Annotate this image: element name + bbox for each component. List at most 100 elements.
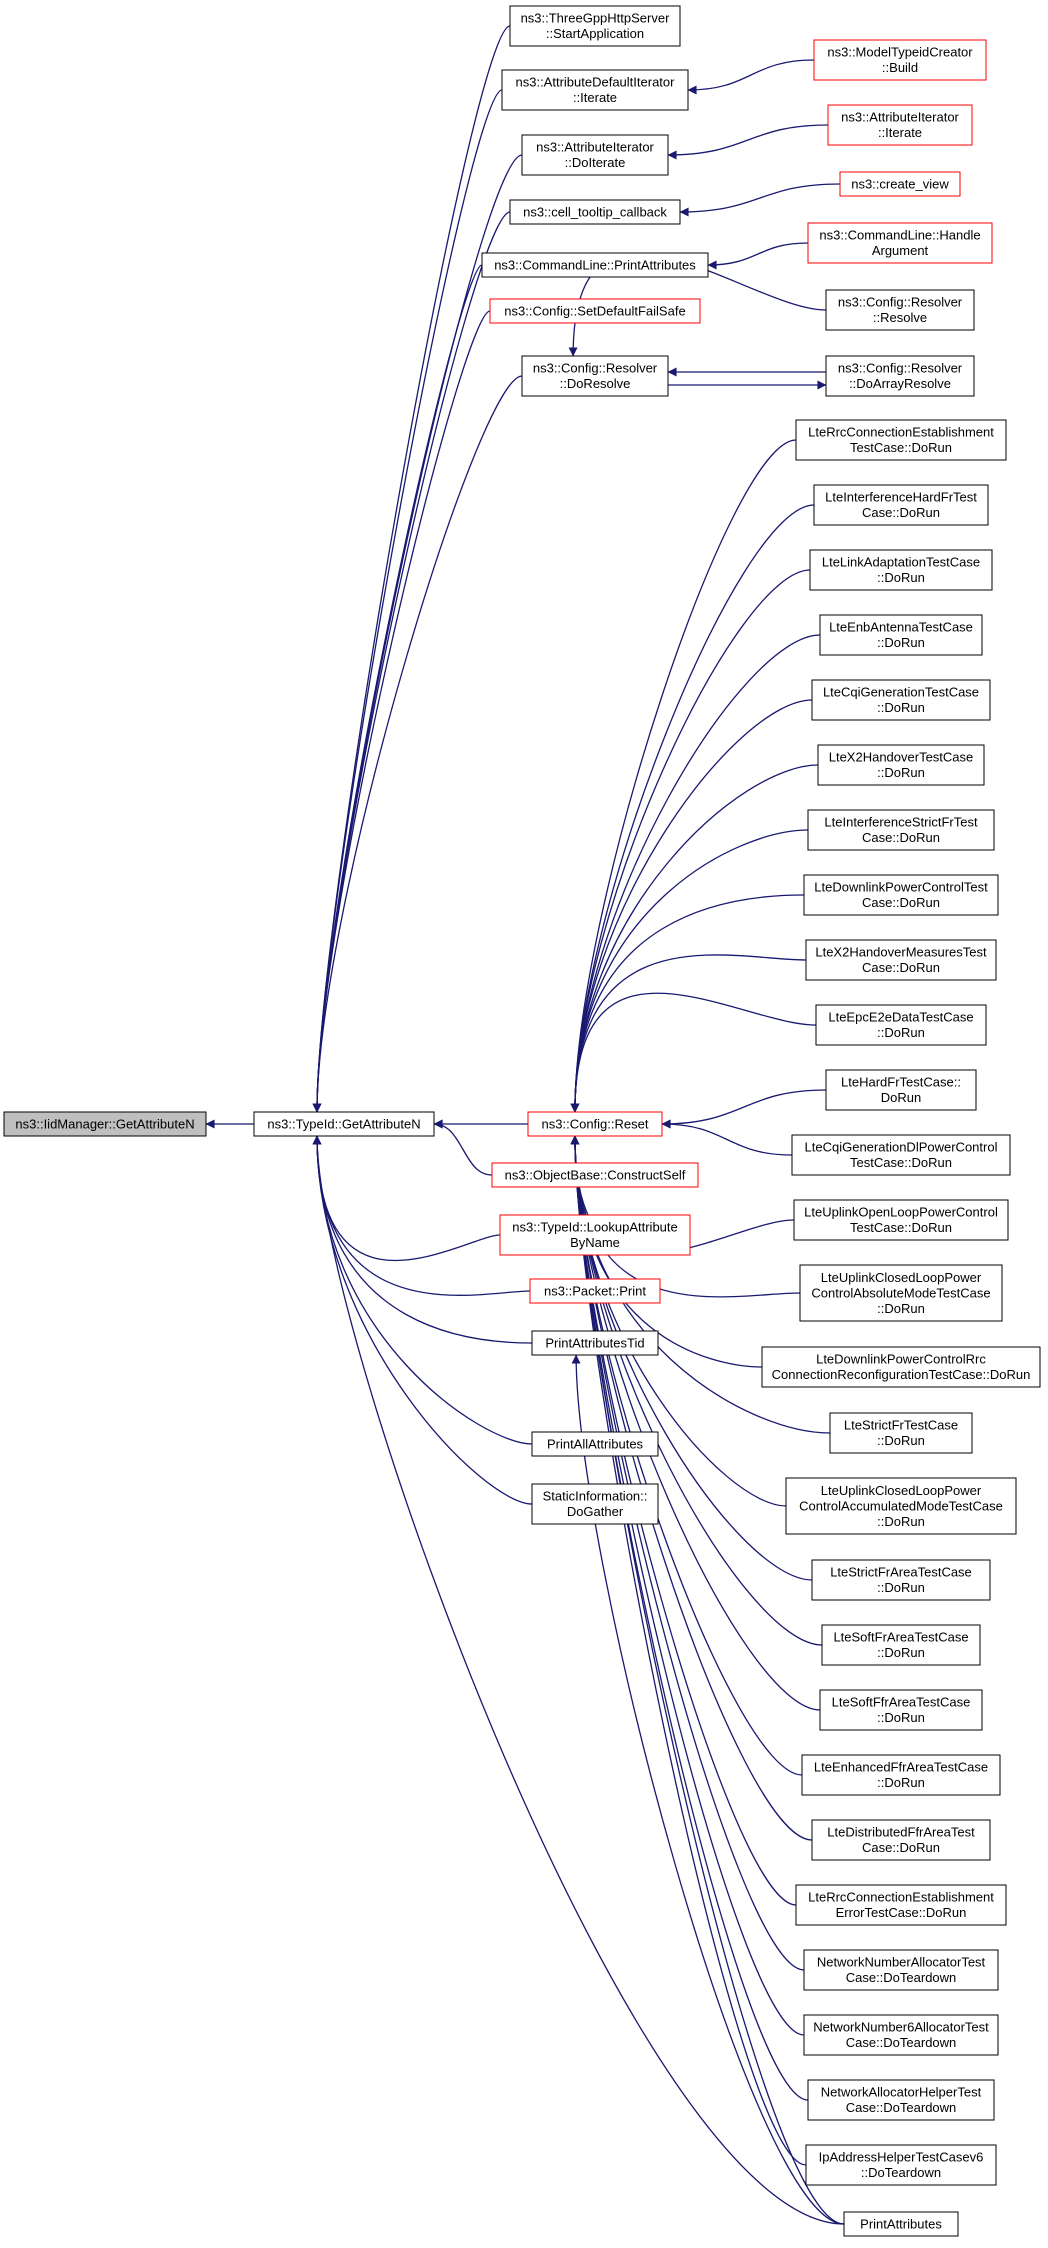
node-label-line: TestCase::DoRun	[850, 1155, 952, 1170]
node-label-line: ns3::ThreeGppHttpServer	[521, 11, 671, 26]
node-box	[803, 2014, 999, 2056]
node-box	[805, 2144, 997, 2186]
node-ltecqigenerationdlpowercontroltestcase-dorun[interactable]: LteCqiGenerationDlPowerControlTestCase::…	[791, 1134, 1011, 1176]
node-ns3-cell-tooltip-callback[interactable]: ns3::cell_tooltip_callback	[509, 199, 681, 225]
node-ns3-attributeiterator-iterate[interactable]: ns3::AttributeIterator::Iterate	[827, 104, 973, 146]
node-ns3-objectbase-constructself[interactable]: ns3::ObjectBase::ConstructSelf	[491, 1162, 699, 1188]
node-label-line: Case::DoTeardown	[846, 2100, 957, 2115]
node-ltedownlinkpowercontrolrrcconnectionreconfigurationtestcase-dorun[interactable]: LteDownlinkPowerControlRrcConnectionReco…	[761, 1346, 1041, 1388]
node-label-line: ns3::TypeId::LookupAttribute	[512, 1220, 678, 1235]
node-label-line: StaticInformation::	[543, 1489, 648, 1504]
node-label-line: Case::DoTeardown	[846, 1970, 957, 1985]
edge-tlab-to-tid	[312, 1135, 501, 1262]
edge-r12-to-reset	[661, 1119, 793, 1156]
node-label-line: Case::DoRun	[862, 960, 940, 975]
node-ns3-config-reset[interactable]: ns3::Config::Reset	[527, 1111, 663, 1137]
edge-r3-to-reset	[570, 569, 811, 1113]
node-ipaddresshelpertestcasev6-doteardown[interactable]: IpAddressHelperTestCasev6::DoTeardown	[805, 2144, 997, 2186]
node-staticinformation-dogather[interactable]: StaticInformation::DoGather	[531, 1483, 659, 1525]
node-box	[807, 809, 995, 851]
node-ns3-create-view[interactable]: ns3::create_view	[839, 171, 961, 197]
node-ns3-attributeiterator-doiterate[interactable]: ns3::AttributeIterator::DoIterate	[521, 134, 669, 176]
node-label-line: ns3::CommandLine::Handle	[819, 228, 980, 243]
node-lterrcconnectionestablishmenttestcase-dorun[interactable]: LteRrcConnectionEstablishmentTestCase::D…	[795, 419, 1007, 461]
edge-clpa-to-tid	[312, 264, 483, 1113]
node-ns3-threegpphttpserver-startapplication[interactable]: ns3::ThreeGppHttpServer::StartApplicatio…	[509, 5, 681, 47]
node-ltesoftfrareatestcase-dorun[interactable]: LteSoftFrAreaTestCase::DoRun	[821, 1624, 981, 1666]
node-box	[811, 1559, 991, 1601]
node-ns3-packet-print[interactable]: ns3::Packet::Print	[529, 1278, 661, 1304]
node-ns3-config-resolver-doresolve[interactable]: ns3::Config::Resolver::DoResolve	[521, 355, 669, 397]
node-ltestrictfrtestcase-dorun[interactable]: LteStrictFrTestCase::DoRun	[829, 1412, 973, 1454]
node-box	[531, 1483, 659, 1525]
node-label-line: NetworkAllocatorHelperTest	[821, 2085, 982, 2100]
node-label-line: ::DoArrayResolve	[849, 376, 951, 391]
node-lterrcconnectionestablishmenterrortestcase-dorun[interactable]: LteRrcConnectionEstablishmentErrorTestCa…	[795, 1884, 1007, 1926]
node-lteenhancedffrareatestcase-dorun[interactable]: LteEnhancedFfrAreaTestCase::DoRun	[801, 1754, 1001, 1796]
node-box	[785, 1477, 1017, 1535]
node-box	[821, 1624, 981, 1666]
node-lteuplinkopenlooppowercontroltestcase-dorun[interactable]: LteUplinkOpenLoopPowerControlTestCase::D…	[793, 1199, 1009, 1241]
edge-r11-to-reset	[661, 1089, 827, 1129]
node-ns3-config-setdefaultfailsafe[interactable]: ns3::Config::SetDefaultFailSafe	[489, 298, 701, 324]
node-box	[799, 1264, 1003, 1322]
node-ns3-config-resolver-doarrayresolve[interactable]: ns3::Config::Resolver::DoArrayResolve	[825, 355, 975, 397]
node-printattributestid[interactable]: PrintAttributesTid	[531, 1330, 659, 1356]
edge-r19-to-reset	[570, 1135, 823, 1646]
node-ns3-modeltypeidcreator-build[interactable]: ns3::ModelTypeidCreator::Build	[813, 39, 987, 81]
node-label-line: LteUplinkClosedLoopPower	[821, 1483, 982, 1498]
node-networkallocatorhelpertestcase-doteardown[interactable]: NetworkAllocatorHelperTestCase::DoTeardo…	[807, 2079, 995, 2121]
node-label-line: DoGather	[567, 1504, 624, 1519]
edge-adi-to-tid	[312, 89, 503, 1113]
node-ns3-commandline-printattributes[interactable]: ns3::CommandLine::PrintAttributes	[481, 252, 709, 278]
node-box	[795, 419, 1007, 461]
node-ltehardfrtestcase-dorun[interactable]: LteHardFrTestCase::DoRun	[825, 1069, 977, 1111]
edge-pkt-to-tid	[312, 1135, 531, 1296]
node-printattributes[interactable]: PrintAttributes	[843, 2211, 959, 2237]
node-label-line: LteDownlinkPowerControlRrc	[816, 1352, 986, 1367]
node-ns3-iidmanager-getattributen[interactable]: ns3::IidManager::GetAttributeN	[3, 1111, 207, 1137]
node-label-line: LteCqiGenerationTestCase	[823, 685, 979, 700]
node-ltecqigenerationtestcase-dorun[interactable]: LteCqiGenerationTestCase::DoRun	[811, 679, 991, 721]
node-lteuplinkclosedlooppowercontrolaccumulatedmodetestcase-dorun[interactable]: LteUplinkClosedLoopPowerControlAccumulat…	[785, 1477, 1017, 1535]
node-ltestrictfrareatestcase-dorun[interactable]: LteStrictFrAreaTestCase::DoRun	[811, 1559, 991, 1601]
node-label-line: LteHardFrTestCase::	[841, 1075, 961, 1090]
node-label-line: NetworkNumberAllocatorTest	[817, 1955, 986, 1970]
node-lteenbantennatestcase-dorun[interactable]: LteEnbAntennaTestCase::DoRun	[819, 614, 983, 656]
node-ltelinkadaptationtestcase-dorun[interactable]: LteLinkAdaptationTestCase::DoRun	[809, 549, 993, 591]
node-printallattributes[interactable]: PrintAllAttributes	[531, 1431, 659, 1457]
node-label-line: ::DoTeardown	[861, 2165, 941, 2180]
node-label-line: ns3::Config::Resolver	[838, 361, 963, 376]
node-box	[807, 222, 993, 264]
node-label-line: ns3::ObjectBase::ConstructSelf	[505, 1167, 686, 1182]
node-networknumberallocatortestcase-doteardown[interactable]: NetworkNumberAllocatorTestCase::DoTeardo…	[803, 1949, 999, 1991]
node-label-line: LteRrcConnectionEstablishment	[808, 1890, 994, 1905]
node-ns3-typeid-getattributen[interactable]: ns3::TypeId::GetAttributeN	[253, 1111, 435, 1137]
node-ns3-config-resolver-resolve[interactable]: ns3::Config::Resolver::Resolve	[825, 289, 975, 331]
node-lteepce2edatatestcase-dorun[interactable]: LteEpcE2eDataTestCase::DoRun	[815, 1004, 987, 1046]
node-ns3-attributedefaultiterator-iterate[interactable]: ns3::AttributeDefaultIterator::Iterate	[501, 69, 689, 111]
node-box	[499, 1214, 691, 1256]
node-lteuplinkclosedlooppowercontrolabsolutemodetestcase-dorun[interactable]: LteUplinkClosedLoopPowerControlAbsoluteM…	[799, 1264, 1003, 1322]
node-label-line: Case::DoRun	[862, 830, 940, 845]
node-box	[531, 1431, 659, 1457]
node-box	[531, 1330, 659, 1356]
node-label-line: LteEnbAntennaTestCase	[829, 620, 973, 635]
edge-obcs-to-tid	[433, 1119, 493, 1176]
node-box	[843, 2211, 959, 2237]
node-ltex2handovertestcase-dorun[interactable]: LteX2HandoverTestCase::DoRun	[817, 744, 985, 786]
node-box	[253, 1111, 435, 1137]
node-label-line: LteX2HandoverMeasuresTest	[815, 945, 987, 960]
node-label-line: ::DoIterate	[565, 155, 626, 170]
node-ltesoftffrareatestcase-dorun[interactable]: LteSoftFfrAreaTestCase::DoRun	[819, 1689, 983, 1731]
node-networknumber6allocatortestcase-doteardown[interactable]: NetworkNumber6AllocatorTestCase::DoTeard…	[803, 2014, 999, 2056]
edge-aii-to-aidi	[667, 124, 829, 160]
node-label-line: Argument	[872, 243, 929, 258]
